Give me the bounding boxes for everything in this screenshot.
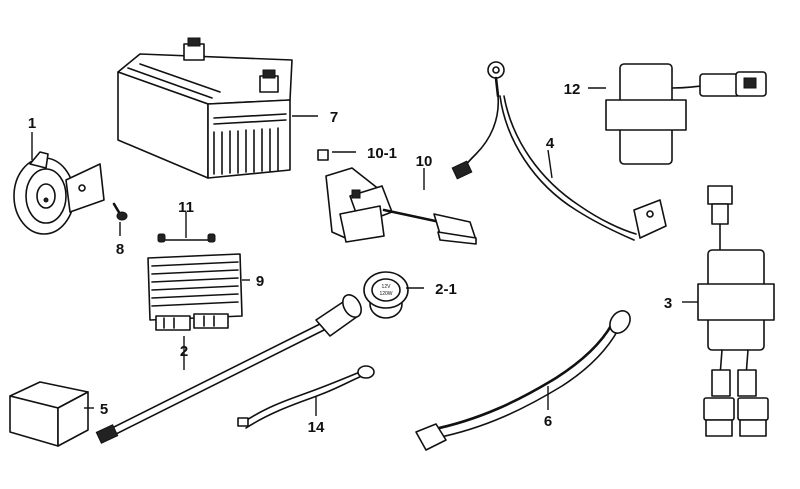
horn-part-1[interactable] [13,151,105,235]
callout-6: 6 [544,413,552,430]
relay-part-12[interactable] [605,63,767,165]
callout-10: 10 [416,153,433,170]
battery-terminal-right [259,69,279,93]
harness-part-2[interactable] [95,292,365,444]
callout-2-1: 2-1 [435,281,457,298]
callout-leaders [31,87,698,416]
callout-10-1: 10-1 [367,145,397,162]
box-part-5[interactable] [9,381,89,447]
cable-part-4[interactable] [451,61,667,241]
callout-2: 2 [180,343,188,360]
callout-3: 3 [664,295,672,312]
harness-part-14[interactable] [237,365,375,429]
battery-ribs [213,127,279,175]
fuse-holder-part-10[interactable] [325,167,477,245]
callout-7: 7 [330,109,338,126]
callout-1: 1 [28,115,36,132]
bolt-part-8[interactable] [112,202,128,221]
battery-terminal-left [183,37,205,61]
socket-part-2-1[interactable]: 12V 120W [363,271,409,319]
callout-14: 14 [308,419,325,436]
callout-11: 11 [178,199,194,216]
socket-wattage-text: 120W [379,291,392,297]
fuse-part-10-1[interactable] [317,149,329,161]
battery-part-7[interactable] [117,37,293,179]
regulator-part-9[interactable] [147,253,243,331]
regulator-fins [151,261,239,307]
module-part-3[interactable] [697,185,775,437]
callout-5: 5 [100,401,108,418]
callout-4: 4 [546,135,555,152]
cable-part-6[interactable] [415,307,634,451]
screws-part-11[interactable] [157,233,216,243]
callout-9: 9 [256,273,264,290]
callout-8: 8 [116,241,124,258]
callout-12: 12 [564,81,581,98]
socket-voltage-text: 12V [382,284,392,290]
